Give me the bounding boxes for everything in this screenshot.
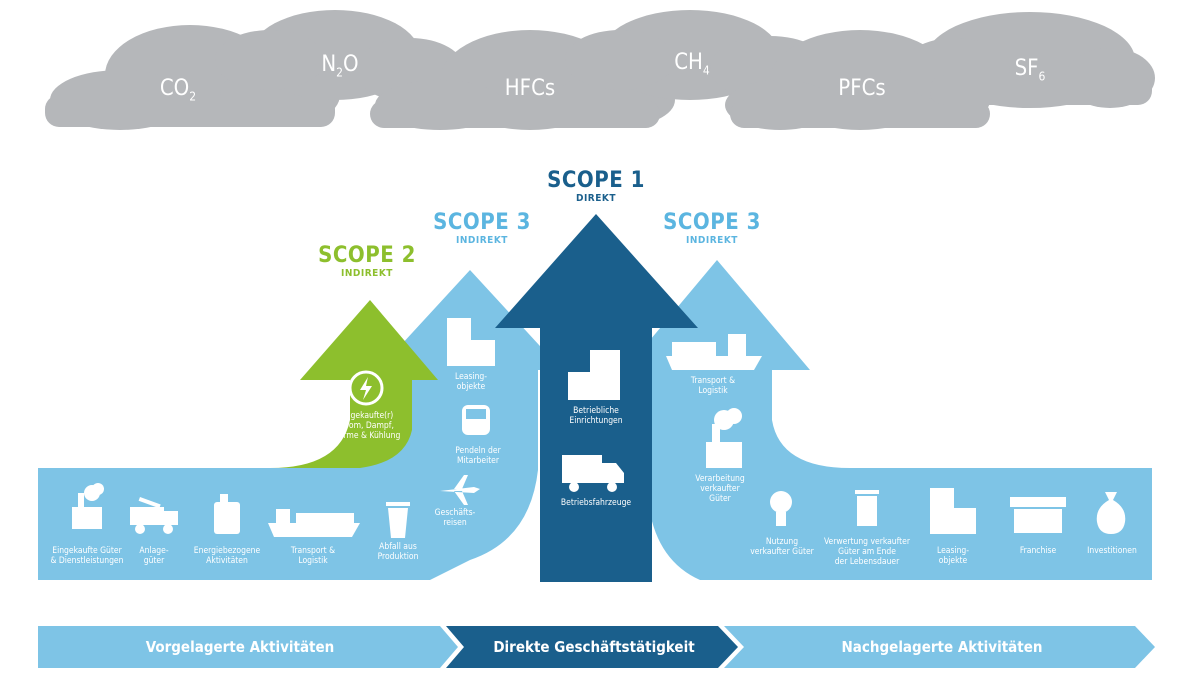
label-betriebsfahrzeuge: Betriebsfahrzeuge [560,498,632,508]
band-label-upstream: Vorgelagerte Aktivitäten [145,638,335,656]
scope2-heading: SCOPE 2 INDIREKT [318,243,416,279]
cloud-sf6 [900,12,1155,108]
label-franchise: Franchise [1019,546,1057,556]
scope2-subtitle: INDIREKT [341,268,393,279]
band-direct [446,626,738,668]
scope3-left-subtitle: INDIREKT [456,235,508,246]
scope3-right-subtitle: INDIREKT [686,235,738,246]
label-leasing-downstream: Leasing- objekte [936,546,970,567]
label-verwertung: Verwertung verkaufter Güter am Ende der … [823,537,911,568]
shop-icon [1010,497,1066,533]
cargo-ship-icon-downstream [666,334,762,370]
label-strom: Eingekaufte(r) Strom, Dampf, Wärme & Küh… [331,411,401,442]
delivery-truck-icon [562,455,624,492]
gas-label-n2o: N2O [321,52,359,80]
cloud-group [45,10,1155,130]
gas-label-co2: CO2 [159,76,197,104]
train-icon [462,405,490,435]
label-energie: Energiebezogene Aktivitäten [193,546,261,567]
band-label-direct: Direkte Geschäftstätigkeit [493,638,695,656]
airplane-icon [440,475,480,505]
cloud-pfcs [725,30,990,130]
label-anlage-gueter: Anlage- güter [139,546,169,567]
dump-truck-icon [130,497,178,534]
label-investitionen: Investitionen [1087,546,1137,556]
scope1-subtitle: DIREKT [575,193,617,204]
scope3-right-heading: SCOPE 3 INDIREKT [663,210,761,246]
fuel-can-icon [214,494,240,534]
label-pendeln: Pendeln der Mitarbeiter [455,446,501,467]
label-eingekaufte-gueter: Eingekaufte Güter & Dienstleistungen [50,546,124,567]
scope3-left-heading: SCOPE 3 INDIREKT [433,210,531,246]
cargo-ship-icon [268,509,360,537]
lightning-icon [348,370,384,406]
factory-icon-downstream [706,408,742,468]
band-downstream [724,626,1155,668]
label-transport-upstream: Transport & Logistik [290,546,336,567]
factory-icon [72,483,104,529]
light-bulb-icon [770,491,792,526]
scope3-left-title: SCOPE 3 [433,210,531,235]
band-label-downstream: Nachgelagerte Aktivitäten [841,638,1043,656]
gas-label-ch4: CH4 [674,50,710,78]
label-abfall: Abfall aus Produktion [377,542,419,563]
band-upstream [38,626,458,668]
scope3-upstream-arrow [38,270,562,580]
scope3-right-title: SCOPE 3 [663,210,761,235]
scope1-heading: SCOPE 1 DIREKT [547,168,645,204]
gas-label-pfcs: PFCs [838,76,886,101]
waste-bin-icon [386,502,410,538]
scope3-downstream-arrow [625,260,1152,580]
label-geschaeftsreisen: Geschäfts- reisen [434,508,476,529]
scope2-arrow [270,300,438,468]
recycle-bin-icon [855,490,879,526]
buildings-icon-downstream [930,488,976,534]
label-transport-downstream: Transport & Logistik [690,376,736,397]
gas-label-sf6: SF6 [1014,56,1046,84]
buildings-icon [447,318,495,366]
scope1-title: SCOPE 1 [547,168,645,193]
label-leasing-upstream: Leasing- objekte [454,372,488,393]
money-bag-icon [1096,492,1126,534]
office-building-icon [568,350,620,400]
label-nutzung: Nutzung verkaufter Güter [750,537,814,558]
gas-label-hfcs: HFCs [504,76,556,101]
label-verarbeitung: Verarbeitung verkaufter Güter [695,474,745,505]
label-betriebliche: Betriebliche Einrichtungen [569,406,623,427]
scope2-title: SCOPE 2 [318,243,416,268]
